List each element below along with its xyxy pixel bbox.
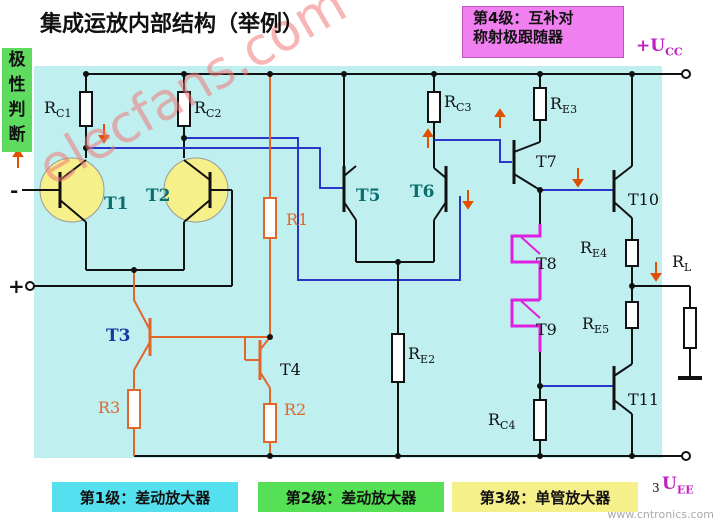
label-r2: R2: [284, 400, 307, 419]
label-re4: RE4: [580, 238, 608, 261]
polarity-label: 极 性 判 断: [2, 48, 32, 152]
footer-watermark: www.cntronics.com: [607, 508, 714, 521]
label-t5: T5: [356, 186, 381, 206]
label-rl: RL: [672, 252, 692, 275]
label-t9: T9: [536, 320, 557, 339]
label-rc2: RC2: [194, 98, 222, 121]
wire-t1-to-t5: [86, 147, 344, 189]
vcc-label: +UCC: [636, 36, 683, 59]
resistor-rc4: [533, 399, 547, 441]
wire-t2-to-t6: [184, 137, 461, 281]
label-t6: T6: [410, 182, 435, 202]
vcc-terminal: [681, 69, 691, 79]
resistor-re4: [625, 239, 639, 267]
label-t7: T7: [536, 152, 557, 171]
label-r3: R3: [98, 398, 121, 417]
resistor-re2: [391, 333, 405, 383]
stray-3: 3: [652, 481, 660, 495]
label-re5: RE5: [582, 314, 610, 337]
polarity-char: 断: [8, 125, 26, 145]
polarity-char: 判: [8, 100, 26, 120]
label-t3: T3: [106, 326, 131, 346]
input-plus-label: +: [8, 274, 25, 298]
resistor-rl: [683, 307, 697, 349]
label-re3: RE3: [550, 94, 578, 117]
resistor-re5: [625, 301, 639, 329]
stage4-label: 第4级：互补对 称射极跟随器: [462, 6, 624, 58]
label-t2: T2: [146, 186, 171, 206]
resistor-r3: [127, 389, 141, 429]
label-t1: T1: [104, 194, 129, 214]
label-t4: T4: [280, 360, 301, 379]
stage3-badge: 第3级：单管放大器: [452, 482, 638, 512]
label-re2: RE2: [408, 344, 436, 367]
stage4-label-line2: 称射极跟随器: [473, 28, 564, 46]
resistor-r2: [263, 403, 277, 443]
input-minus-label: -: [10, 178, 19, 202]
polarity-char: 极: [8, 50, 26, 70]
resistor-re3: [533, 87, 547, 121]
label-r1: R1: [286, 210, 309, 229]
label-rc3: RC3: [444, 92, 472, 115]
page-title: 集成运放内部结构（举例）: [40, 12, 305, 37]
resistor-rc3: [427, 91, 441, 123]
label-rc1: RC1: [44, 98, 72, 121]
vee-terminal: [681, 451, 691, 461]
label-rc4: RC4: [488, 410, 516, 433]
label-t10: T10: [628, 190, 660, 209]
stage1-badge: 第1级：差动放大器: [52, 482, 238, 512]
label-t11: T11: [628, 390, 660, 409]
stage2-badge: 第2级：差动放大器: [258, 482, 444, 512]
resistor-r1: [263, 197, 277, 239]
label-t8: T8: [536, 254, 557, 273]
stage4-label-line1: 第4级：互补对: [473, 9, 574, 27]
polarity-char: 性: [8, 75, 26, 95]
vee-label: UEE: [662, 474, 694, 497]
